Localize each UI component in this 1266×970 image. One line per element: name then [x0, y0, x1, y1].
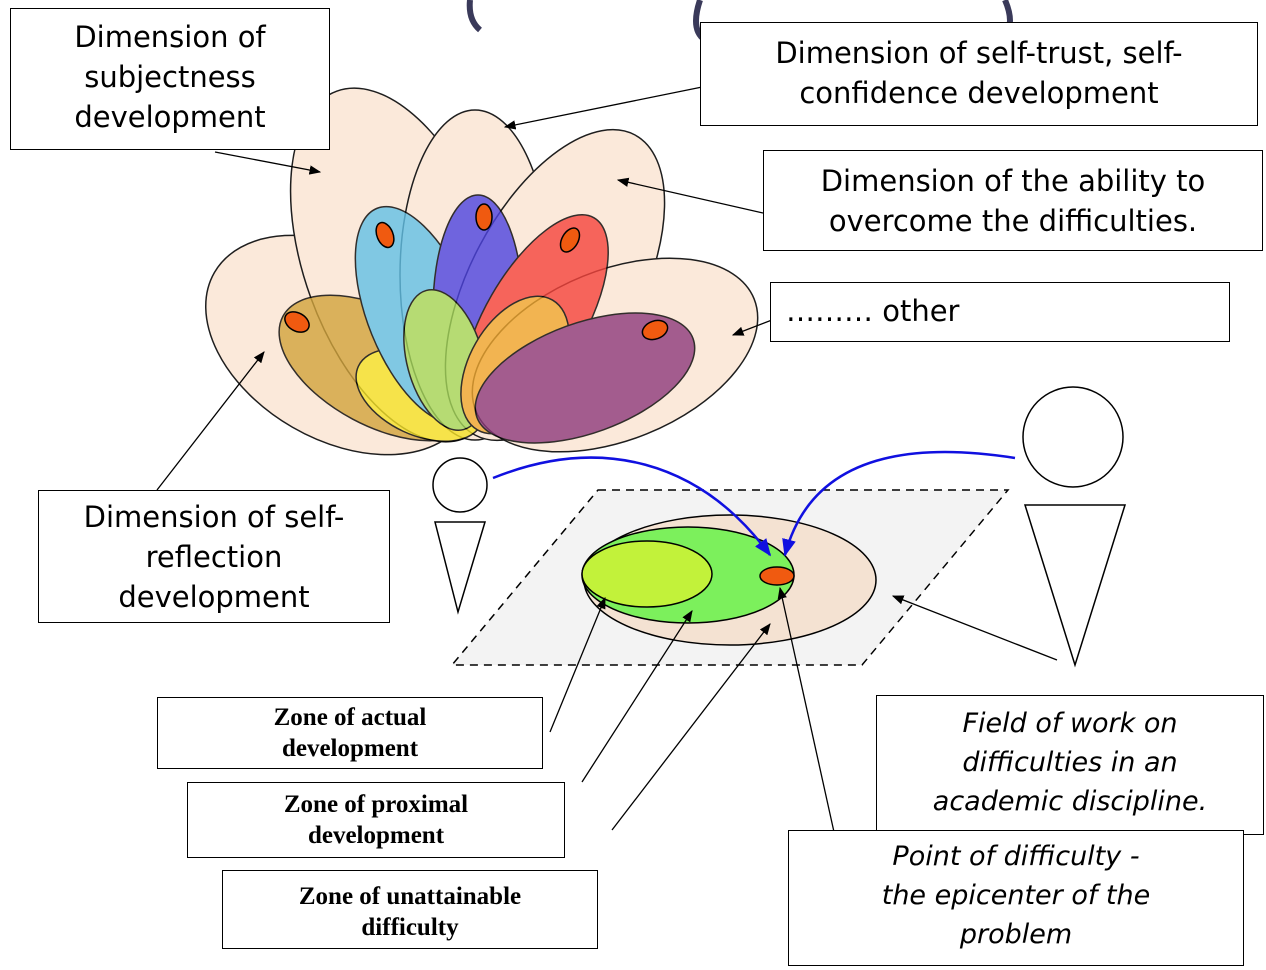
label-overcome: Dimension of the ability to overcome the…: [763, 150, 1263, 251]
label-subjectness: Dimension of subjectness development: [10, 8, 330, 150]
label-point-of-difficulty-text: Point of difficulty - the epicenter of t…: [789, 837, 1243, 954]
label-self-trust: Dimension of self-trust, self- confidenc…: [700, 22, 1258, 126]
label-other: ……… other: [770, 282, 1230, 342]
label-field-of-work-text: Field of work on difficulties in an acad…: [877, 704, 1263, 821]
label-zone-proximal: Zone of proximal development: [187, 782, 565, 858]
small-person-head: [433, 458, 487, 512]
label-subjectness-text: Dimension of subjectness development: [11, 17, 329, 137]
label-self-reflection: Dimension of self- reflection developmen…: [38, 490, 390, 623]
label-field-of-work: Field of work on difficulties in an acad…: [876, 695, 1264, 835]
pointer-field: [893, 596, 1057, 660]
tip-blue: [476, 204, 492, 230]
label-zone-unattainable-text: Zone of unattainable difficulty: [223, 881, 597, 943]
label-point-of-difficulty: Point of difficulty - the epicenter of t…: [788, 830, 1244, 966]
small-person-body: [435, 522, 485, 612]
difficulty-point: [760, 567, 794, 585]
small-person: [433, 458, 487, 612]
label-zone-unattainable: Zone of unattainable difficulty: [222, 870, 598, 949]
large-person: [1023, 387, 1125, 665]
label-self-reflection-text: Dimension of self- reflection developmen…: [39, 497, 389, 617]
label-other-text: ……… other: [786, 291, 1229, 331]
label-zone-actual: Zone of actual development: [157, 697, 543, 769]
large-person-head: [1023, 387, 1123, 487]
label-zone-actual-text: Zone of actual development: [158, 702, 542, 764]
pointer-self-trust: [505, 85, 712, 127]
pointer-self-reflection: [157, 352, 264, 490]
label-overcome-text: Dimension of the ability to overcome the…: [764, 161, 1262, 241]
label-self-trust-text: Dimension of self-trust, self- confidenc…: [701, 33, 1257, 113]
zone-actual-ellipse: [582, 541, 712, 607]
field: [452, 490, 1008, 665]
large-person-body: [1025, 505, 1125, 665]
label-zone-proximal-text: Zone of proximal development: [188, 789, 564, 851]
